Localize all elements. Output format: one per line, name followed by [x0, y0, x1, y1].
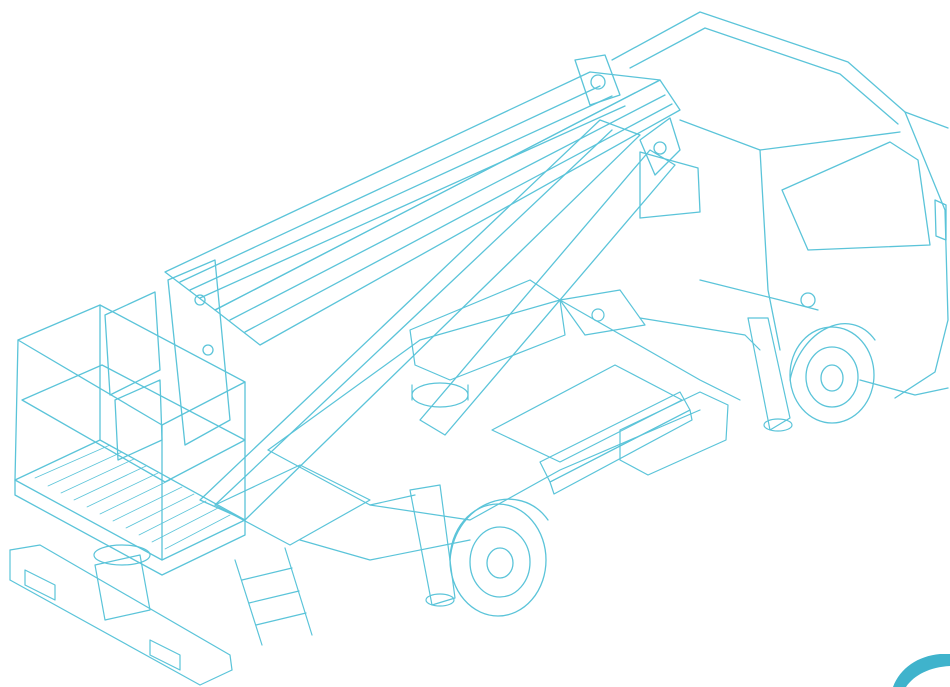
side-rail: [214, 464, 371, 546]
cab-front: [894, 111, 949, 399]
boom-lower-stripe-1: [179, 85, 601, 283]
boom-lower-stripe-3: [199, 105, 626, 299]
access-ladder: [234, 547, 313, 646]
boom-assembly: [164, 54, 681, 521]
boom-lower-stripe-2: [189, 95, 613, 291]
rear-rim: [469, 526, 531, 598]
boom-knuckle-pin: [653, 141, 667, 155]
turret-housing: [409, 279, 566, 381]
bed-side-bottom: [299, 539, 471, 561]
outrigger-front-foot: [763, 418, 793, 432]
cab-lower-edge: [699, 279, 819, 311]
ladder-step-2: [248, 590, 300, 604]
front-tire: [789, 326, 875, 424]
turret: [409, 279, 646, 408]
turret-lower-joint: [94, 554, 151, 621]
front-wheel: [789, 323, 876, 424]
cab-bumper: [859, 379, 949, 396]
basket-mount-pin-2: [202, 344, 214, 356]
boom-inner-arm: [199, 119, 641, 521]
basket-floor-grating: [34, 444, 231, 550]
cab-rear-window: [639, 151, 701, 219]
outrigger-front-leg: [747, 317, 791, 431]
boom-head-pin: [590, 74, 606, 90]
boom-head: [574, 54, 621, 106]
ladder-step-1: [241, 567, 293, 581]
turret-base: [411, 382, 469, 408]
turret-bracket: [559, 289, 646, 336]
basket-control-box: [114, 379, 163, 461]
cab-headlight: [934, 199, 947, 241]
front-wheel-arch: [789, 323, 876, 381]
cab-side-window: [781, 141, 931, 251]
arc-logo-icon: [893, 654, 950, 687]
outrigger-front-arm: [639, 317, 761, 351]
rear-bar-bottom: [9, 579, 233, 686]
turret-column: [411, 384, 469, 401]
basket-floor-edge: [14, 479, 246, 576]
bed-front-edge: [267, 409, 701, 521]
truck-cab: [611, 11, 949, 399]
rear-lamp-right: [149, 639, 181, 671]
fuel-cap: [800, 292, 816, 308]
rear-wheel: [449, 498, 549, 617]
control-box-face: [549, 409, 693, 495]
outriggers: [369, 317, 793, 607]
front-hub: [820, 364, 844, 392]
rear-lamp-left: [24, 569, 56, 601]
boom-upper-section: [214, 79, 681, 346]
turret-pivot: [591, 308, 605, 322]
cab-roof-inner: [629, 27, 899, 125]
basket-mount-pin-1: [194, 294, 206, 306]
basket-post-1: [14, 339, 19, 481]
ladder-rail-left: [234, 559, 263, 646]
rear-bumper: [9, 544, 233, 686]
cab-door-line: [759, 149, 781, 351]
cab-side-top: [679, 119, 901, 151]
front-rim: [805, 346, 859, 408]
boom-inner-stripe: [214, 129, 613, 506]
rear-wheel-arch: [449, 498, 549, 561]
outrigger-rear-foot: [425, 593, 455, 607]
outrigger-rear-arm: [369, 494, 416, 506]
rear-bar-top: [9, 544, 233, 671]
basket-top-rail: [17, 304, 246, 426]
lower-swivel: [93, 544, 151, 566]
cab-roof: [611, 11, 949, 129]
outrigger-rear-leg: [409, 484, 456, 606]
basket-mount-post: [167, 259, 231, 446]
basket: [14, 259, 246, 576]
boom-upper-stripe-2: [244, 103, 673, 333]
boom-hydraulic-cylinder: [419, 149, 676, 436]
rear-tire: [449, 503, 547, 617]
basket-control-panel: [104, 291, 161, 396]
tool-box: [619, 391, 729, 476]
boom-upper-stripe-1: [229, 94, 666, 321]
ladder-step-3: [255, 612, 307, 626]
rear-hub: [486, 547, 514, 579]
boom-knuckle: [639, 117, 681, 176]
